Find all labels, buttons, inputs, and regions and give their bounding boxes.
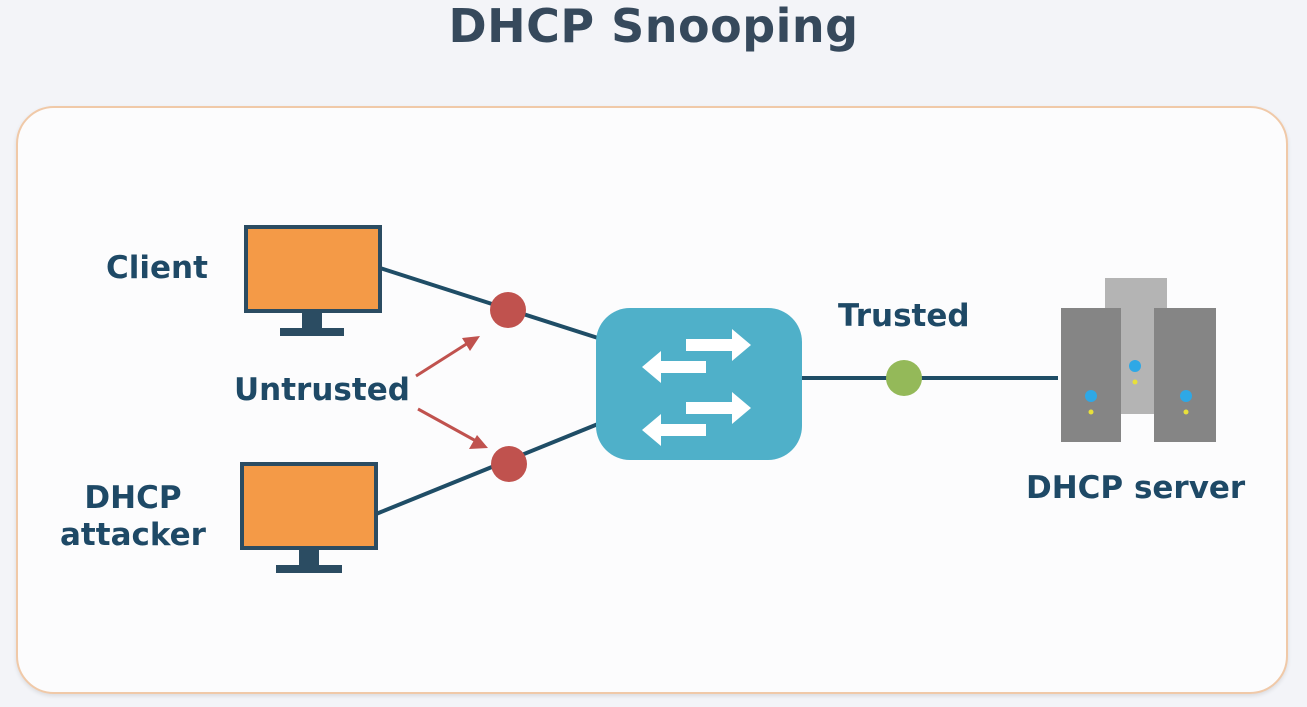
- switch-icon: [596, 308, 802, 460]
- server-label: DHCP server: [1026, 470, 1246, 506]
- untrusted-arrow-down: [417, 407, 488, 449]
- client-monitor-icon: [244, 225, 382, 336]
- page-title: DHCP Snooping: [448, 0, 859, 53]
- trusted-port: [886, 360, 922, 396]
- attacker-monitor-icon: [240, 462, 378, 573]
- untrusted-arrow-up: [415, 336, 480, 378]
- client-label: Client: [106, 250, 208, 286]
- untrusted-port-client: [490, 292, 526, 328]
- client-link: [379, 266, 599, 340]
- attacker-link: [375, 422, 599, 516]
- trusted-label: Trusted: [838, 298, 970, 334]
- attacker-label: DHCP attacker: [40, 480, 226, 554]
- attacker-label-line2: attacker: [60, 517, 206, 554]
- untrusted-port-attacker: [491, 446, 527, 482]
- untrusted-label: Untrusted: [234, 372, 410, 408]
- attacker-label-line1: DHCP: [84, 480, 182, 516]
- server-icon: [1061, 278, 1216, 442]
